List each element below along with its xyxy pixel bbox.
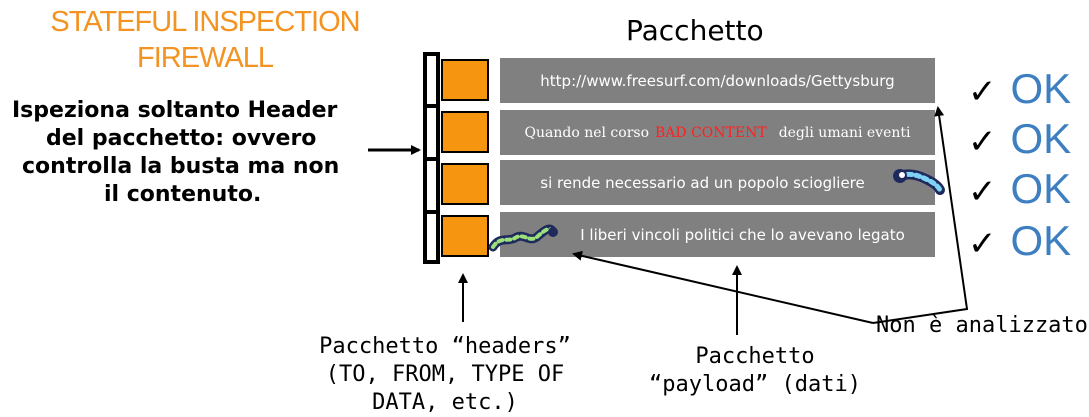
headers-label-line-1: Pacchetto “headers” [319,334,571,359]
payload-row-1: http://www.freesurf.com/downloads/Gettys… [500,58,935,103]
payload-label-line-2: “payload” (dati) [649,372,861,397]
headers-label-line-2: (TO, FROM, TYPE OF [325,362,565,387]
packet-header-cell [441,163,489,205]
payload-text: si rende necessario ad un popolo sciogli… [540,173,865,192]
payload-text-before: Quando nel corso [524,124,650,141]
ok-label: OK [1010,217,1072,264]
ok-label: OK [1010,115,1072,162]
status-ok-1: ✓ OK [968,68,1071,110]
check-icon: ✓ [968,122,997,162]
payload-row-3: si rende necessario ad un popolo sciogli… [500,160,935,205]
status-ok-3: ✓ OK [968,168,1071,210]
description-line-1: Ispeziona soltanto Header [12,98,338,123]
payload-text: I liberi vincoli politici che lo avevano… [580,225,905,244]
payload-text: http://www.freesurf.com/downloads/Gettys… [540,71,895,90]
packet-header-cell [441,215,489,257]
payload-row-2: Quando nel corso BAD CONTENT degli umani… [500,110,935,155]
headers-label-line-3: DATA, etc.) [372,390,518,415]
worm-icon [893,169,945,195]
payload-row-4: I liberi vincoli politici che lo avevano… [500,212,935,257]
worm-icon [488,224,558,252]
payload-text-after: degli umani eventi [778,124,911,141]
status-ok-2: ✓ OK [968,118,1071,160]
description-line-2: del pacchetto: ovvero [46,126,317,151]
diagram-title-line-2: FIREWALL [137,42,274,74]
header-divider [423,210,440,214]
status-ok-4: ✓ OK [968,220,1071,262]
ok-label: OK [1010,65,1072,112]
check-icon: ✓ [968,72,997,112]
description-line-3: controlla la busta ma non [22,154,340,179]
ok-label: OK [1010,165,1072,212]
header-divider [423,104,440,108]
diagram-title-line-1: STATEFUL INSPECTION [50,6,360,38]
not-analyzed-arrow-worm [572,250,874,324]
description-line-4: il contenuto. [104,182,262,207]
packet-title: Pacchetto [626,14,764,47]
not-analyzed-arrow-bad-content [872,106,969,324]
packet-header-cell [441,111,489,153]
check-icon: ✓ [968,224,997,264]
check-icon: ✓ [968,172,997,212]
bad-content-text: BAD CONTENT [655,124,767,141]
payload-label-line-1: Pacchetto [695,344,815,369]
packet-header-cell [441,59,489,101]
header-divider [423,157,440,161]
